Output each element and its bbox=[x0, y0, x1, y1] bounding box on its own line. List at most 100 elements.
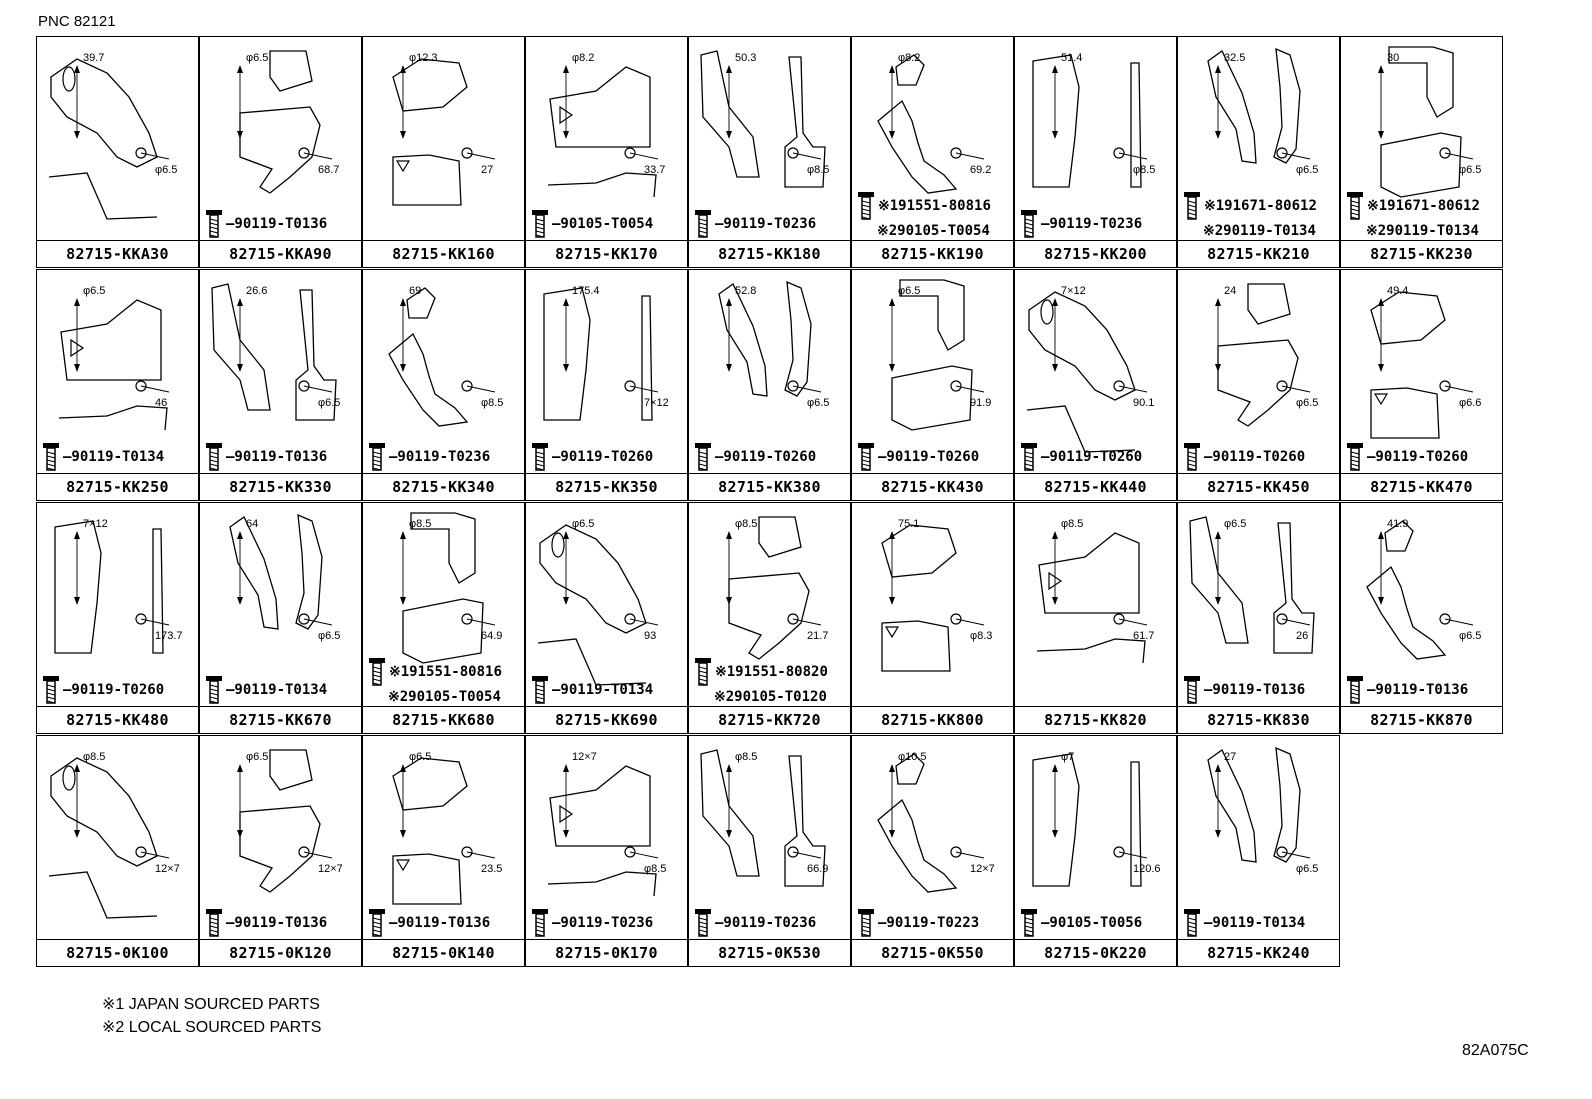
bolt-part-number[interactable]: —90119-T0134 bbox=[40, 442, 164, 472]
bolt-part-number[interactable]: ※290105-T0120 bbox=[692, 689, 828, 705]
bolt-part-number[interactable]: —90119-T0236 bbox=[529, 908, 653, 938]
bolt-part-number[interactable]: —90119-T0236 bbox=[366, 442, 490, 472]
part-number[interactable]: 82715-0K100 bbox=[37, 939, 198, 966]
part-number[interactable]: 82715-KK800 bbox=[852, 706, 1013, 733]
part-number[interactable]: 82715-KK350 bbox=[526, 473, 687, 500]
bolt-part-number[interactable]: —90119-T0136 bbox=[203, 908, 327, 938]
part-number[interactable]: 82715-KK330 bbox=[200, 473, 361, 500]
part-number[interactable]: 82715-KK480 bbox=[37, 706, 198, 733]
bolt-part-number[interactable]: —90119-T0136 bbox=[1344, 675, 1468, 705]
part-number[interactable]: 82715-KK870 bbox=[1341, 706, 1502, 733]
part-number[interactable]: 82715-KK690 bbox=[526, 706, 687, 733]
bolt-part-number[interactable]: —90105-T0056 bbox=[1018, 908, 1142, 938]
part-number[interactable]: 82715-0K170 bbox=[526, 939, 687, 966]
part-number[interactable]: 82715-0K550 bbox=[852, 939, 1013, 966]
part-number[interactable]: 82715-KK440 bbox=[1015, 473, 1176, 500]
part-number[interactable]: 82715-0K140 bbox=[363, 939, 524, 966]
part-number[interactable]: 82715-KK200 bbox=[1015, 240, 1176, 267]
bolt-part-number[interactable]: —90119-T0136 bbox=[203, 442, 327, 472]
bolt-part-number[interactable]: —90119-T0260 bbox=[1181, 442, 1305, 472]
part-number[interactable]: 82715-KK210 bbox=[1178, 240, 1339, 267]
bolt-part-number[interactable]: ※191551-80816 bbox=[855, 191, 991, 221]
part-number[interactable]: 82715-KK240 bbox=[1178, 939, 1339, 966]
bolt-part-number[interactable]: —90119-T0260 bbox=[1344, 442, 1468, 472]
part-number[interactable]: 82715-0K530 bbox=[689, 939, 850, 966]
bolt-part-number[interactable]: ※191671-80612 bbox=[1344, 191, 1480, 221]
bolt-part-number[interactable]: ※290119-T0134 bbox=[1344, 223, 1480, 239]
bolt-part-number[interactable]: —90119-T0236 bbox=[692, 908, 816, 938]
bolt-part-number[interactable]: —90119-T0260 bbox=[1018, 442, 1142, 472]
part-number[interactable]: 82715-0K220 bbox=[1015, 939, 1176, 966]
bolt-part-number[interactable]: —90105-T0054 bbox=[529, 209, 653, 239]
bolt-part-number[interactable]: ※191671-80612 bbox=[1181, 191, 1317, 221]
bolt-part-number[interactable]: —90119-T0136 bbox=[203, 209, 327, 239]
bolt-part-number[interactable]: —90119-T0223 bbox=[855, 908, 979, 938]
part-number[interactable]: 82715-KK230 bbox=[1341, 240, 1502, 267]
bolt-part-number[interactable]: ※191551-80820 bbox=[692, 657, 828, 687]
bolt-part-number[interactable]: —90119-T0260 bbox=[529, 442, 653, 472]
bolt-part-number[interactable]: —90119-T0134 bbox=[529, 675, 653, 705]
part-number[interactable]: 82715-0K120 bbox=[200, 939, 361, 966]
part-number[interactable]: 82715-KK830 bbox=[1178, 706, 1339, 733]
part-number[interactable]: 82715-KKA30 bbox=[37, 240, 198, 267]
bolt-part-number[interactable]: —90119-T0134 bbox=[203, 675, 327, 705]
part-number[interactable]: 82715-KK380 bbox=[689, 473, 850, 500]
bolt-part-number[interactable]: ※290119-T0134 bbox=[1181, 223, 1317, 239]
part-number[interactable]: 82715-KK680 bbox=[363, 706, 524, 733]
part-number[interactable]: 82715-KK450 bbox=[1178, 473, 1339, 500]
bolt-part-number[interactable]: —90119-T0260 bbox=[40, 675, 164, 705]
bolt-part-number[interactable]: ※191551-80816 bbox=[366, 657, 502, 687]
bolt-part-number[interactable]: ※290105-T0054 bbox=[855, 223, 991, 239]
bolt-part-number[interactable]: —90119-T0134 bbox=[1181, 908, 1305, 938]
part-number[interactable]: 82715-KK250 bbox=[37, 473, 198, 500]
part-number[interactable]: 82715-KK190 bbox=[852, 240, 1013, 267]
part-number[interactable]: 82715-KK340 bbox=[363, 473, 524, 500]
part-number[interactable]: 82715-KK820 bbox=[1015, 706, 1176, 733]
part-number[interactable]: 82715-KK160 bbox=[363, 240, 524, 267]
bolt-part-number[interactable]: —90119-T0136 bbox=[366, 908, 490, 938]
part-number[interactable]: 82715-KK430 bbox=[852, 473, 1013, 500]
bolt-part-number[interactable]: —90119-T0260 bbox=[855, 442, 979, 472]
part-number[interactable]: 82715-KK180 bbox=[689, 240, 850, 267]
part-number[interactable]: 82715-KK670 bbox=[200, 706, 361, 733]
part-number[interactable]: 82715-KK720 bbox=[689, 706, 850, 733]
part-number[interactable]: 82715-KK470 bbox=[1341, 473, 1502, 500]
bolt-part-number[interactable]: —90119-T0136 bbox=[1181, 675, 1305, 705]
bolt-part-number[interactable]: ※290105-T0054 bbox=[366, 689, 502, 705]
